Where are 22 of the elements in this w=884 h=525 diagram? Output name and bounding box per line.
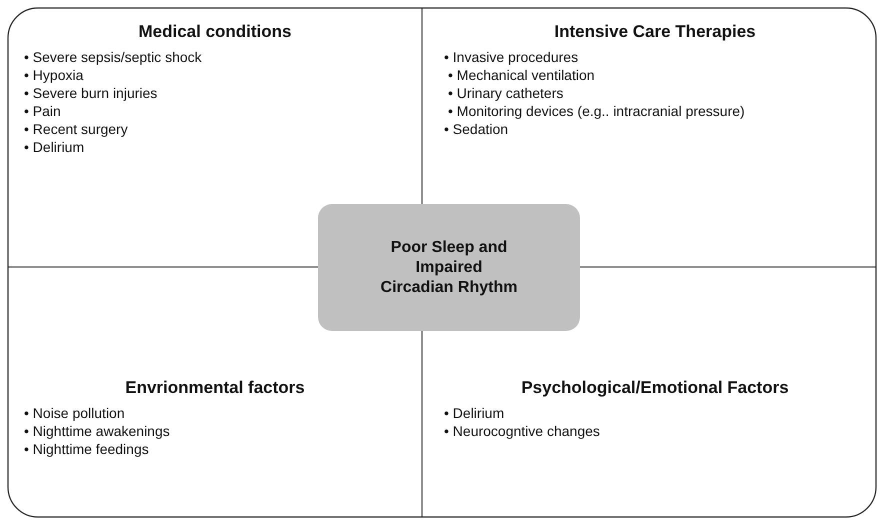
bullet-item: • Delirium — [24, 138, 86, 156]
bullet-item: • Invasive procedures — [444, 48, 580, 66]
bullet-item: • Recent surgery — [24, 120, 129, 138]
central-label: Poor Sleep and Impaired Circadian Rhythm — [380, 238, 518, 298]
bullet-item: • Monitoring devices (e.g.. intracranial pressure) — [448, 102, 746, 120]
bullet-item: • Neurocogntive changes — [444, 422, 601, 440]
bullet-item: • Hypoxia — [24, 66, 84, 84]
bullet-item: • Noise pollution — [24, 404, 126, 422]
quadrant-heading: Envrionmental factors — [125, 378, 305, 398]
bullet-item: • Nighttime awakenings — [24, 422, 171, 440]
quadrant-heading: Intensive Care Therapies — [554, 22, 756, 42]
bullet-item: • Nighttime feedings — [24, 440, 150, 458]
bullet-item: • Pain — [24, 102, 62, 120]
quadrant-heading: Psychological/Emotional Factors — [521, 378, 789, 398]
quadrant-heading: Medical conditions — [138, 22, 292, 42]
central-box — [318, 204, 580, 331]
bullet-item: • Urinary catheters — [448, 84, 564, 102]
bullet-item: • Mechanical ventilation — [448, 66, 596, 84]
bullet-item: • Sedation — [444, 120, 510, 138]
bullet-item: • Delirium — [444, 404, 506, 422]
bullet-item: • Severe sepsis/septic shock — [24, 48, 203, 66]
bullet-item: • Severe burn injuries — [24, 84, 158, 102]
